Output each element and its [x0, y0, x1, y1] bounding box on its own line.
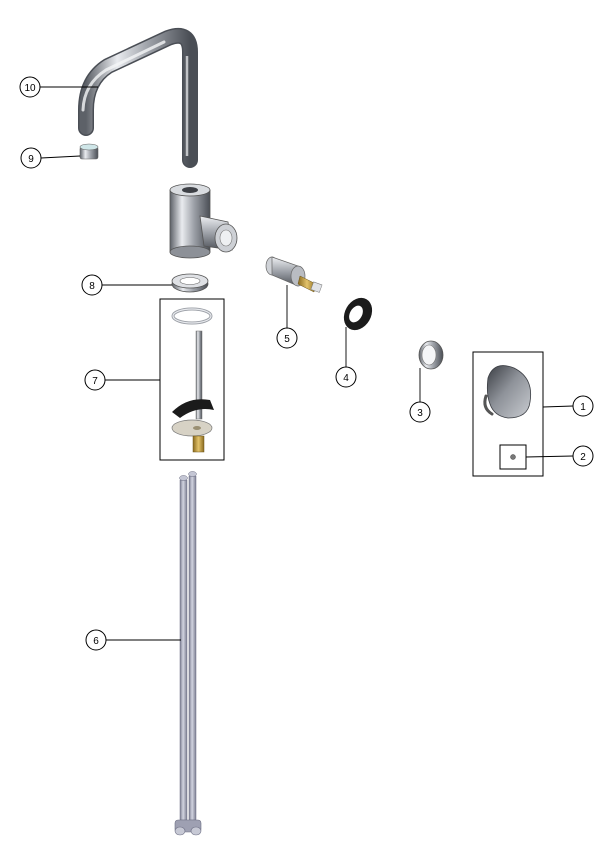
- callout-9: 9: [20, 147, 42, 169]
- callout-label-2: 2: [580, 452, 586, 463]
- callout-label-10: 10: [24, 83, 36, 94]
- callout-label-7: 7: [92, 376, 98, 387]
- valve-body-part: [169, 183, 238, 259]
- callout-10: 10: [19, 76, 41, 98]
- callout-label-8: 8: [89, 281, 95, 292]
- callout-4: 4: [335, 366, 357, 388]
- cartridge-part: [265, 256, 323, 293]
- callout-label-1: 1: [580, 402, 586, 413]
- callout-3: 3: [409, 401, 431, 423]
- callout-7: 7: [84, 369, 106, 391]
- callout-label-5: 5: [284, 334, 290, 345]
- callout-label-3: 3: [417, 408, 423, 419]
- set-screw-part: [510, 454, 516, 460]
- mounting-kit-part: [171, 307, 214, 453]
- flex-hoses-part: [174, 471, 202, 836]
- aerator-part: [79, 143, 99, 160]
- spout-part: [78, 27, 198, 168]
- chrome-sleeve-part: [418, 340, 444, 370]
- rubber-ring-part: [343, 297, 373, 331]
- handle-part: [483, 365, 532, 419]
- callout-label-9: 9: [28, 154, 34, 165]
- mounting-kit-box: [159, 298, 225, 461]
- callout-label-4: 4: [343, 373, 349, 384]
- callout-8: 8: [81, 274, 103, 296]
- leader-lines: [40, 86, 574, 641]
- lock-nut-part: [171, 273, 209, 293]
- callout-1: 1: [572, 395, 594, 417]
- callout-5: 5: [276, 327, 298, 349]
- callout-6: 6: [85, 629, 107, 651]
- handle-box: [472, 351, 544, 477]
- callout-2: 2: [572, 445, 594, 467]
- callout-label-6: 6: [93, 636, 99, 647]
